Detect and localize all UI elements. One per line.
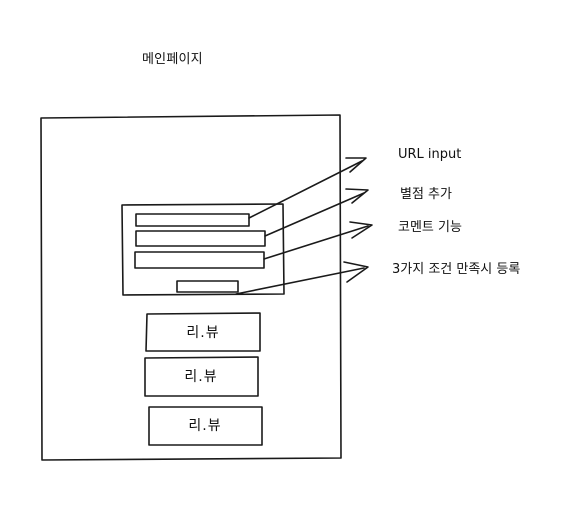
arrowhead-comment: [349, 221, 373, 239]
page-title: 메인페이지: [142, 52, 203, 67]
review-box-1: [145, 312, 261, 352]
annotation-url-input: URL input: [398, 147, 462, 162]
annotation-comment: 코멘트 기능: [398, 220, 462, 235]
submit-box: [176, 280, 239, 293]
arrow-comment: [263, 225, 369, 260]
arrow-url: [248, 160, 363, 219]
review-box-2: [144, 356, 259, 397]
form-container: [121, 203, 285, 296]
page-frame: [40, 114, 342, 461]
review-box-3: [148, 406, 263, 446]
annotation-submit: 3가지 조건 만족시 등록: [392, 262, 521, 277]
url-input-box: [135, 213, 250, 227]
arrow-submit: [235, 267, 365, 295]
annotation-rating: 별점 추가: [400, 187, 452, 202]
arrow-rating: [264, 192, 365, 237]
arrowhead-url: [345, 157, 367, 173]
review-item: 리.뷰: [188, 418, 222, 434]
rating-box: [135, 230, 266, 247]
review-item: 리.뷰: [186, 325, 220, 341]
comment-box: [134, 251, 265, 269]
arrowhead-rating: [345, 188, 369, 204]
review-item: 리.뷰: [184, 369, 218, 385]
arrowhead-submit: [343, 261, 369, 283]
